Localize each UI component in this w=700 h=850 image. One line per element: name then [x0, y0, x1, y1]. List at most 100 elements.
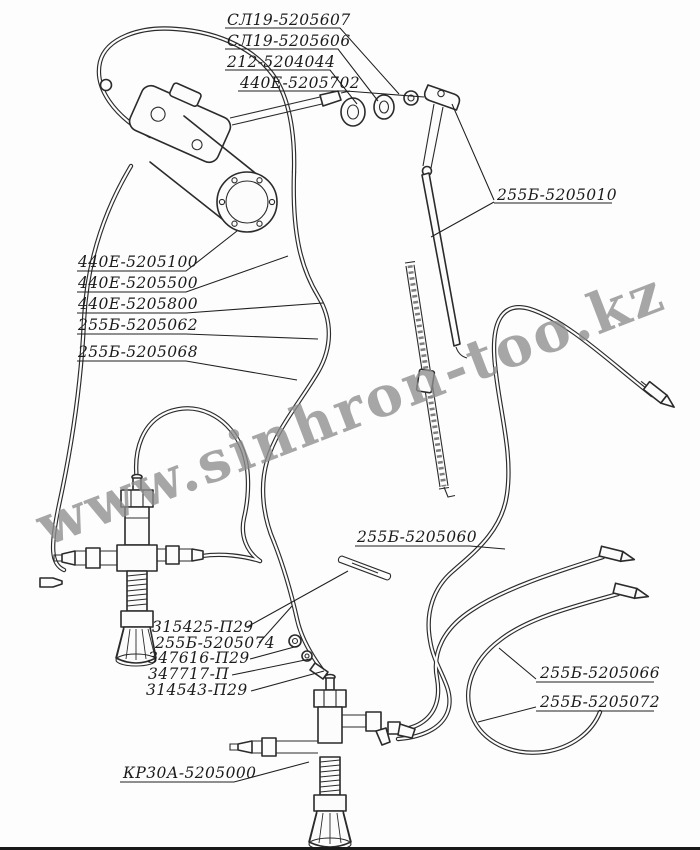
bvalve-body [317, 706, 343, 744]
leader-347616-p29 [249, 645, 299, 660]
part-label-kr30a-5205000: КР30А-5205000 [122, 764, 256, 782]
part-label-347717-p: 347717-П [148, 665, 229, 683]
right-pipe-cone [191, 548, 204, 562]
arm-pivot-hole [437, 89, 445, 98]
knob-base [115, 653, 157, 667]
hose-right-upper-inner [396, 306, 654, 741]
leader-255b-5205074 [258, 605, 293, 644]
right-pipe-fitting [165, 545, 180, 565]
hose-fitting-icon [99, 78, 113, 92]
leader-lines [77, 27, 654, 783]
leader-255b-5205068 [77, 360, 298, 381]
leader-440e-5205100 [77, 230, 238, 272]
leader-440e-5205500 [77, 255, 289, 293]
nozzle-tip [619, 550, 636, 563]
motor-end-cap-inner [225, 180, 269, 224]
left-pipe-barb [53, 554, 62, 562]
leader-314543-p29 [250, 670, 325, 692]
grommet-small-hole [378, 100, 390, 114]
part-label-440e-5205500: 440Е-5205500 [77, 274, 198, 292]
grommet-large [340, 97, 366, 127]
arm-upper-link [422, 103, 444, 169]
leader-255b-5205072 [477, 706, 654, 723]
side-fitting-cone [397, 723, 416, 739]
nut-part-hole [407, 94, 415, 102]
leader-315425-p29 [246, 570, 349, 628]
arm-pivot-bracket [423, 84, 461, 111]
bvalve-elbow [365, 711, 382, 732]
part-label-255b-5205068: 255Б-5205068 [77, 343, 198, 361]
bthread-hatching [319, 759, 341, 793]
valve-lower-hex [120, 610, 154, 628]
hose-left-down-inner [52, 164, 133, 572]
leader-255b-5205010 [430, 103, 612, 238]
leader-440e-5205800 [77, 302, 324, 314]
motor-gear-housing [128, 82, 232, 164]
motor-cylinder-edge-2 [149, 161, 232, 227]
part-label-255b-5205060: 255Б-5205060 [356, 528, 477, 546]
bhex-facets [323, 690, 337, 707]
spare-nipple [39, 577, 63, 588]
part-label-212-5204044: 212-5204044 [226, 53, 335, 71]
wiper-motor-assembly [99, 78, 351, 233]
end-cap-bolts [218, 177, 276, 227]
valve-tee-block [116, 544, 158, 572]
drive-rod [229, 96, 323, 126]
part-label-347616-p29: 347616-П29 [148, 649, 250, 667]
flat-strip-part [337, 555, 392, 581]
nozzle-tip [660, 394, 675, 408]
bvalve-elbow-nipple [375, 727, 391, 746]
grommet-small [373, 94, 395, 120]
hose-to-bottom-valve-inner [272, 540, 333, 683]
bvalve-lower-hex [313, 794, 347, 812]
union-washer-hole [304, 653, 310, 659]
bleft-pipe-barb [229, 743, 238, 751]
washer-valve-bottom [229, 673, 416, 847]
bknob-base [308, 837, 352, 847]
arm-blade-arm [421, 172, 461, 347]
nozzle-tip [633, 587, 650, 600]
drive-rod-tip [319, 90, 342, 107]
washer-valve-left [39, 473, 204, 667]
union-washer [301, 650, 313, 662]
bknob-flutes [309, 812, 351, 844]
part-label-440e-5205800: 440Е-5205800 [77, 295, 198, 313]
leader-440e-5205702 [238, 90, 425, 98]
nozzle-tail [640, 380, 647, 387]
leader-sl19-5205606 [225, 48, 379, 102]
arm-hook [455, 346, 468, 359]
part-label-sl19-5205607: СЛ19-5205607 [227, 11, 351, 29]
leader-kr30a-5205000 [120, 761, 310, 783]
part-label-314543-p29: 314543-П29 [146, 681, 248, 699]
leader-sl19-5205607 [225, 27, 400, 95]
part-labels: СЛ19-5205607 СЛ19-5205606 212-5204044 44… [77, 11, 660, 782]
part-label-255b-5205010: 255Б-5205010 [496, 186, 617, 204]
nozzle-mid [598, 545, 636, 563]
part-label-255b-5205062: 255Б-5205062 [77, 316, 198, 334]
nut-part [403, 90, 419, 106]
part-label-255b-5205072: 255Б-5205072 [539, 693, 660, 711]
union-nut-hole [291, 637, 299, 645]
hose-right-lower-loop-inner [467, 592, 620, 754]
motor-cylinder-edge [183, 115, 265, 181]
part-label-440e-5205100: 440Е-5205100 [77, 253, 198, 271]
blade-center-clip [415, 368, 436, 394]
nozzle-upper [640, 380, 675, 408]
blade-foot [443, 486, 456, 498]
leader-255b-5205060 [355, 545, 506, 550]
strip-edge [337, 555, 392, 581]
left-pipe-fitting [85, 547, 101, 569]
tubing-inner [52, 27, 654, 754]
union-cone [309, 662, 329, 680]
bvalve-top-nipple [325, 677, 335, 691]
wiper-arm-assembly [421, 84, 468, 359]
union-small-parts [288, 634, 329, 680]
union-nut [288, 634, 302, 648]
hose-middle-descender-inner [262, 170, 330, 544]
hose-right-mid-inner [398, 555, 605, 732]
leader-255b-5205066 [498, 647, 654, 683]
left-pipe-cone [61, 550, 76, 566]
leader-347717-p [231, 658, 311, 676]
